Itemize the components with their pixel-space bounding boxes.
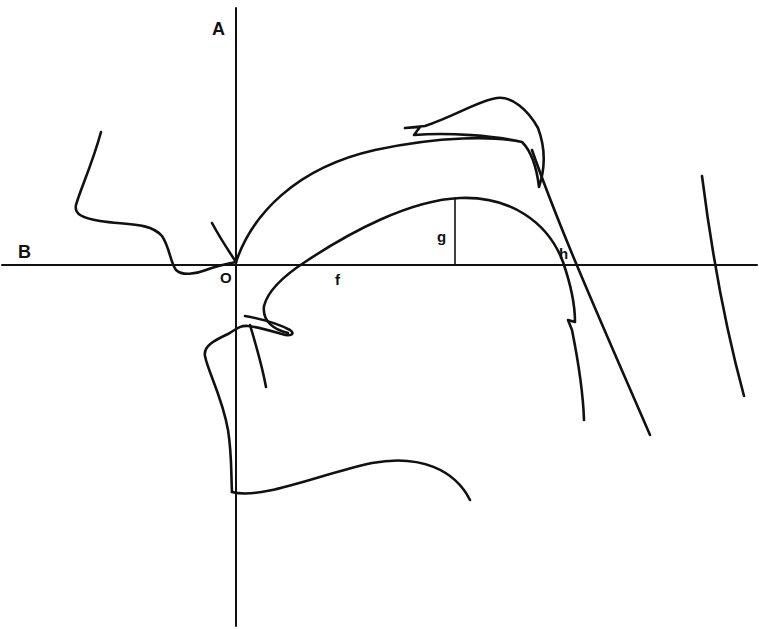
- nose-and-upper-lip: [76, 132, 236, 274]
- point-label: h: [559, 246, 568, 261]
- lower-teeth: [250, 325, 266, 387]
- upper-teeth: [212, 223, 236, 262]
- pharyngeal-wall: [532, 150, 650, 435]
- point-label: f: [335, 272, 340, 287]
- spine-outline: [702, 176, 744, 396]
- point-label: O: [220, 270, 232, 285]
- tongue: [264, 198, 584, 420]
- palate: [236, 98, 544, 262]
- lower-lip: [205, 316, 293, 492]
- point-label: g: [437, 229, 446, 244]
- horizontal-axis: [2, 264, 757, 266]
- chin-and-floor: [232, 461, 470, 500]
- height-line: [454, 198, 456, 265]
- vertical-axis: [235, 8, 237, 626]
- axis-label: B: [18, 243, 31, 261]
- axis-label: A: [212, 20, 225, 38]
